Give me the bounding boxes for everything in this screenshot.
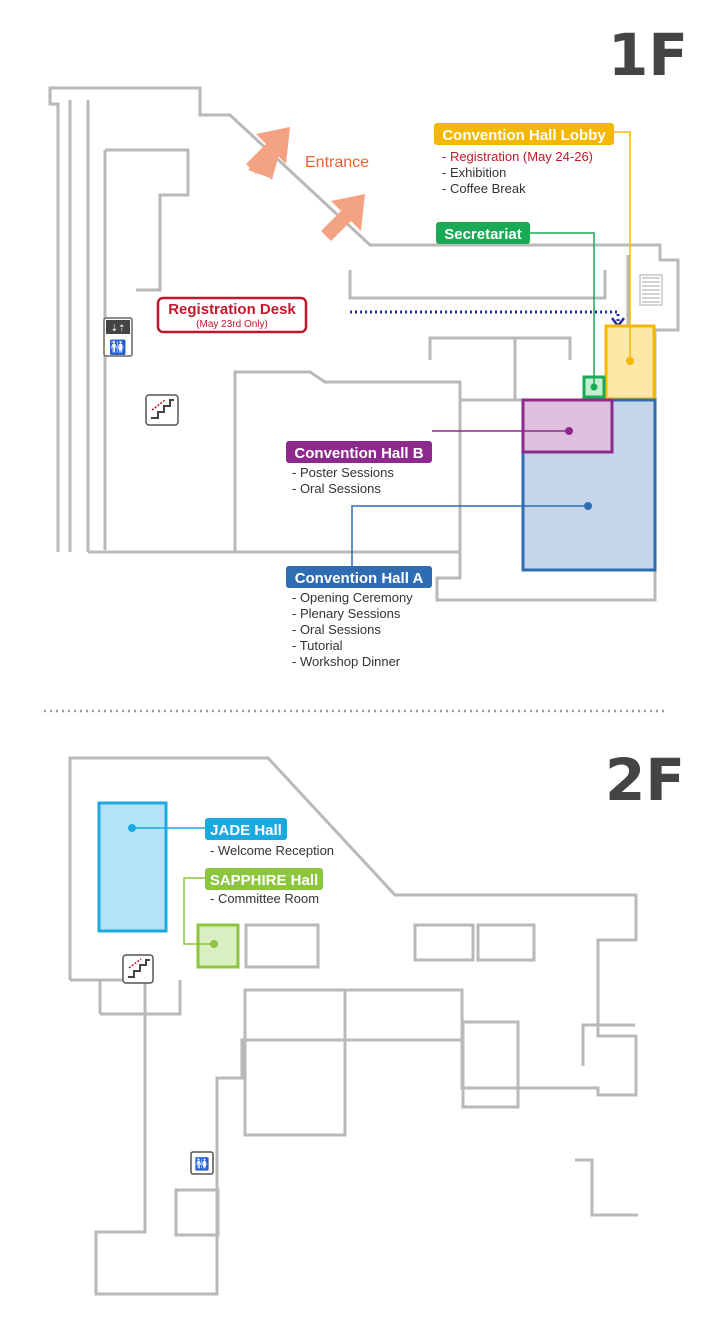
entrance-arrow-icon: [321, 194, 365, 241]
registration-desk-note: (May 23rd Only): [196, 319, 268, 330]
stairs-icon: [122, 954, 154, 984]
lobby-item-2: - Coffee Break: [442, 181, 526, 196]
hall-b-label-box[interactable]: [286, 441, 432, 463]
jade-hall-item-0: - Welcome Reception: [210, 843, 334, 858]
entrance-label: Entrance: [305, 154, 369, 171]
sapphire-hall-item-0: - Committee Room: [210, 891, 319, 906]
sapphire-hall-leader: [183, 877, 214, 945]
hall-a-item-2: - Oral Sessions: [292, 622, 381, 637]
hall-a-label-box[interactable]: [286, 566, 432, 588]
lobby-item-1: - Exhibition: [442, 165, 506, 180]
svg-text:🚻: 🚻: [109, 339, 126, 356]
route-path: [350, 310, 620, 322]
svg-text:⇣⇡: ⇣⇡: [110, 323, 125, 333]
restroom-icon: ⇣⇡ 🚻: [103, 317, 133, 357]
restroom-icon: 🚻: [190, 1151, 214, 1175]
sapphire-hall-room[interactable]: [196, 923, 240, 969]
sapphire-hall-title: SAPPHIRE Hall: [210, 872, 318, 889]
secretariat-leader: [530, 232, 595, 387]
jade-hall-title: JADE Hall: [210, 822, 282, 839]
secretariat-label-box[interactable]: [436, 222, 530, 244]
floor-title-1f: 1F: [608, 21, 688, 89]
secretariat-title: Secretariat: [444, 226, 522, 243]
hall-a-leader: [351, 505, 588, 566]
floor-2-walls: [68, 756, 638, 1296]
hall-a-item-1: - Plenary Sessions: [292, 606, 401, 621]
lobby-item-0: - Registration (May 24-26): [442, 149, 593, 164]
entrance-arrow-icon: [246, 127, 290, 174]
lobby-label-box[interactable]: [434, 123, 614, 145]
jade-hall-room[interactable]: [97, 801, 168, 933]
sapphire-hall-label-box[interactable]: [205, 868, 323, 890]
hall-a-item-0: - Opening Ceremony: [292, 590, 413, 605]
hall-a-title: Convention Hall A: [295, 570, 424, 587]
registration-desk-box[interactable]: [156, 296, 308, 334]
hall-b-room[interactable]: [521, 398, 614, 454]
stairs-icon: [145, 394, 179, 426]
jade-hall-label-box[interactable]: [205, 818, 287, 840]
floor-1-walls: [48, 86, 680, 602]
hall-b-item-1: - Oral Sessions: [292, 481, 381, 496]
lobby-title: Convention Hall Lobby: [442, 127, 606, 144]
hall-a-item-4: - Workshop Dinner: [292, 654, 401, 669]
hall-a-item-3: - Tutorial: [292, 638, 343, 653]
hall-b-item-0: - Poster Sessions: [292, 465, 394, 480]
registration-desk-title: Registration Desk: [168, 301, 296, 318]
lobby-leader: [614, 131, 631, 361]
svg-text:🚻: 🚻: [195, 1157, 210, 1171]
hall-b-title: Convention Hall B: [294, 445, 423, 462]
floor-title-2f: 2F: [605, 746, 685, 814]
lobby-stairs-icon: [639, 274, 663, 306]
